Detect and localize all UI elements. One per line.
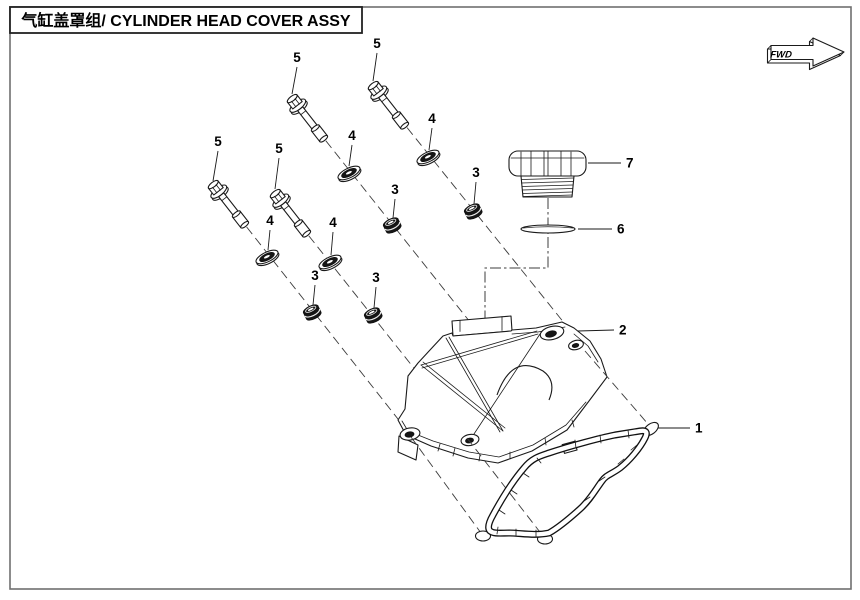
part-cover-gasket <box>474 421 659 545</box>
callout-grommet-3: 3 <box>311 268 319 283</box>
title-box: 气缸盖罩组/ CYLINDER HEAD COVER ASSY <box>9 6 363 34</box>
gasket-axis-lines <box>410 350 649 537</box>
callouts: 5 5 5 5 4 4 4 4 3 3 3 3 7 6 2 1 <box>212 36 703 436</box>
part-oil-filler-cap <box>508 150 587 198</box>
page-title: 气缸盖罩组/ CYLINDER HEAD COVER ASSY <box>20 11 351 30</box>
fwd-arrow-icon <box>766 37 845 71</box>
callout-washer-3: 4 <box>266 213 274 228</box>
callout-filler-cap: 7 <box>626 156 634 171</box>
callout-grommet-1: 3 <box>391 182 399 197</box>
callout-bolt-3: 5 <box>214 134 222 149</box>
part-flange-bolt-3 <box>203 176 254 233</box>
callout-bolt-4: 5 <box>275 141 283 156</box>
callout-bolt-1: 5 <box>293 50 301 65</box>
callout-gasket: 1 <box>695 421 703 436</box>
part-flange-bolt-2 <box>363 77 414 134</box>
part-seal-washer-1 <box>335 162 364 185</box>
fwd-indicator: FWD <box>766 37 845 71</box>
callout-washer-2: 4 <box>428 111 436 126</box>
fwd-label: FWD <box>770 50 793 61</box>
part-grommet-4 <box>362 305 384 326</box>
callout-washer-1: 4 <box>348 128 356 143</box>
callout-grommet-4: 3 <box>372 270 380 285</box>
callout-grommet-2: 3 <box>472 165 480 180</box>
part-cylinder-head-cover <box>397 315 608 464</box>
part-grommet-1 <box>381 215 403 236</box>
callout-cover: 2 <box>619 323 627 338</box>
callout-washer-4: 4 <box>329 215 337 230</box>
callout-bolt-2: 5 <box>373 36 381 51</box>
part-o-ring <box>520 224 576 234</box>
part-flange-bolt-1 <box>282 90 333 147</box>
part-seal-washer-4 <box>316 251 345 274</box>
diagram-border <box>9 6 852 590</box>
cap-centerline <box>484 198 549 320</box>
callout-o-ring: 6 <box>617 222 625 237</box>
